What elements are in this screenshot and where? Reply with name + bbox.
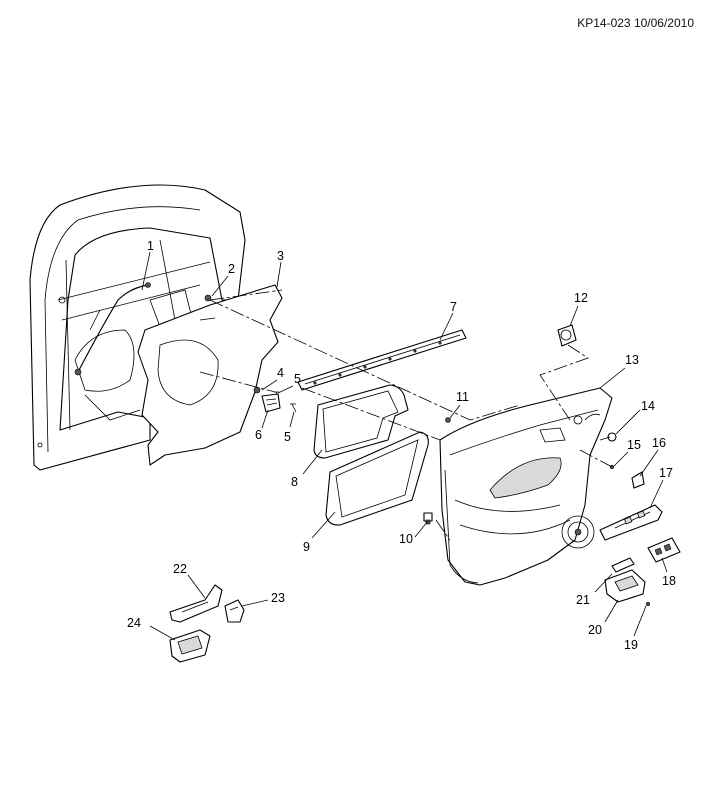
callout-23: 23 (271, 591, 285, 605)
clip-4 (253, 386, 261, 394)
callout-21: 21 (576, 593, 590, 607)
pin-11 (445, 417, 451, 423)
callout-1: 1 (147, 239, 154, 253)
callout-20: 20 (588, 623, 602, 637)
callout-15: 15 (627, 438, 641, 452)
clip-14 (607, 432, 617, 442)
callout-24: 24 (127, 616, 141, 630)
handle-bezel-22 (169, 584, 223, 623)
switch-bezel-17 (599, 504, 663, 541)
callout-14: 14 (641, 399, 655, 413)
window-switch-18 (647, 537, 681, 563)
insulator-pad-upper (313, 384, 409, 459)
callout-10: 10 (399, 532, 413, 546)
handle-bracket-23 (224, 599, 245, 623)
callout-18: 18 (662, 574, 676, 588)
handle-24 (169, 629, 211, 663)
door-frame (29, 184, 246, 471)
screw-19 (645, 601, 651, 607)
callout-2: 2 (228, 262, 235, 276)
callout-13: 13 (625, 353, 639, 367)
switch-housing-20 (604, 569, 646, 603)
pin-10 (423, 512, 433, 525)
callout-6: 6 (255, 428, 262, 442)
callout-19: 19 (624, 638, 638, 652)
callout-numbers: 1 2 3 4 5 5 6 7 8 9 10 11 12 13 14 15 16… (127, 239, 676, 652)
cap-16 (631, 471, 645, 489)
screw-5-lower (290, 403, 297, 413)
callout-5-lower: 5 (284, 430, 291, 444)
callout-12: 12 (574, 291, 588, 305)
callout-8: 8 (291, 475, 298, 489)
assembly-lines (199, 289, 613, 541)
callout-3: 3 (277, 249, 284, 263)
callout-22: 22 (173, 562, 187, 576)
callout-9: 9 (303, 540, 310, 554)
drawing-code: KP14-023 10/06/2010 (577, 16, 694, 30)
switch-trim-21 (611, 557, 635, 573)
leader-lines (141, 251, 668, 641)
fastener-2 (204, 294, 212, 302)
callout-7: 7 (450, 300, 457, 314)
door-trim-panel (439, 387, 613, 586)
callout-5-upper: 5 (294, 372, 301, 386)
callout-11: 11 (456, 390, 469, 404)
callout-16: 16 (652, 436, 666, 450)
bracket-6 (261, 393, 281, 413)
speaker-12 (557, 324, 577, 347)
trim-strip (297, 329, 467, 391)
callout-4: 4 (277, 366, 284, 380)
door-cable (77, 284, 149, 373)
callout-17: 17 (659, 466, 673, 480)
